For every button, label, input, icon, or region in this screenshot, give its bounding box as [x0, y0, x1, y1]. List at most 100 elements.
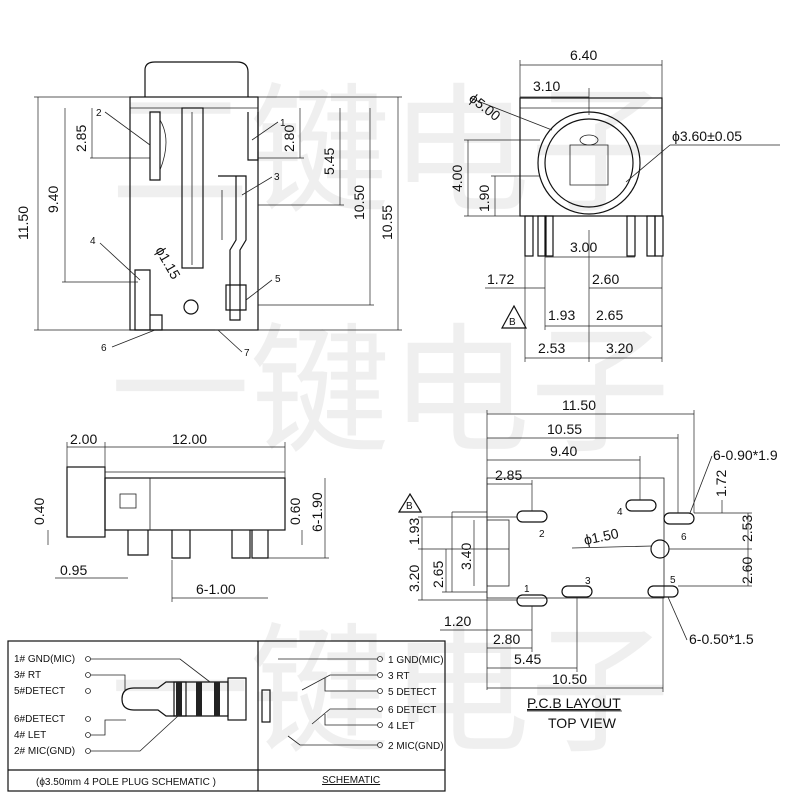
dim-pcb-5-45: 5.45 — [514, 651, 541, 667]
bottom-pin-a — [127, 530, 149, 556]
side-center-pin — [181, 107, 204, 269]
dim-3-10: 3.10 — [533, 78, 560, 94]
dim-5-45: 5.45 — [321, 148, 337, 175]
bottom-pin-b — [171, 530, 191, 559]
dim-0-40: 0.40 — [31, 498, 47, 525]
plug-label-3: 3# RT — [14, 670, 41, 681]
datum-b-label: B — [509, 317, 516, 328]
dim-pcb-1-93: 1.93 — [406, 518, 422, 545]
callout-3: 3 — [274, 172, 280, 183]
dim-bore-dia: ϕ3.60±0.05 — [672, 128, 742, 144]
front-top-contact — [579, 134, 599, 146]
pad-label-3: 3 — [585, 576, 591, 587]
dim-1-93: 1.93 — [548, 307, 575, 323]
dim-2-65: 2.65 — [596, 307, 623, 323]
leader-slot-big — [689, 455, 713, 514]
front-pin-3 — [544, 215, 554, 257]
dim-pcb-10-50: 10.50 — [552, 671, 587, 687]
dim-4-00: 4.00 — [449, 165, 465, 192]
dim-pcb-2-53: 2.53 — [739, 515, 755, 542]
plug-label-6: 6#DETECT — [14, 714, 65, 725]
front-pin-1 — [524, 215, 534, 257]
pcb-layout: 2 4 6 1 3 5 11.50 10.55 9.40 2.85 6-0.90… — [397, 397, 778, 731]
plug-label-1: 1# GND(MIC) — [14, 654, 75, 665]
dim-flange-2-00: 2.00 — [70, 431, 97, 447]
dim-2-85: 2.85 — [73, 125, 89, 152]
bottom-window — [119, 493, 137, 509]
plug-caption: (ϕ3.50mm 4 POLE PLUG SCHEMATIC ) — [36, 777, 216, 788]
schematic-box: 1# GND(MIC) 3# RT 5#DETECT 6#DETECT 4# L… — [7, 640, 446, 792]
jack-schematic: 1 GND(MIC) 3 RT 5 DETECT 6 DETECT 4 LET … — [261, 655, 444, 786]
callout-6: 6 — [101, 343, 107, 354]
dim-pin-diameter: ϕ1.15 — [152, 244, 184, 283]
front-inner-ring — [544, 118, 634, 208]
bottom-flange — [66, 466, 106, 538]
jack-node-3 — [377, 672, 383, 678]
pcb-outline — [486, 477, 665, 599]
leader-3 — [241, 176, 273, 196]
callout-2: 2 — [96, 108, 102, 119]
jack-caption: SCHEMATIC — [322, 775, 380, 786]
pad-label-2: 2 — [539, 529, 545, 540]
pcb-datum-label: B — [406, 501, 413, 512]
plug-node-4 — [85, 732, 91, 738]
side-contact-2-curve — [159, 119, 167, 171]
leader-6 — [111, 329, 156, 348]
dim-0-60: 0.60 — [287, 498, 303, 525]
plug-node-3 — [85, 672, 91, 678]
jack-node-2 — [377, 742, 383, 748]
plug-insulator-3 — [214, 682, 220, 716]
side-body-outline — [129, 96, 259, 331]
leader-2 — [104, 111, 151, 146]
jack-wire-3 — [301, 674, 377, 691]
bottom-pin-c — [231, 530, 251, 559]
datum-b-triangle — [500, 304, 528, 329]
jack-node-5 — [377, 688, 383, 694]
side-contact-3 — [218, 175, 247, 321]
front-pins — [524, 215, 664, 257]
jack-label-5: 5 DETECT — [388, 687, 436, 698]
plug-wire-2 — [91, 715, 179, 752]
side-top-cap — [144, 61, 249, 97]
dim-slot-big: 6-0.90*1.9 — [713, 447, 778, 463]
schematic-frame — [7, 640, 446, 792]
bottom-body — [104, 477, 286, 531]
bottom-pin-d — [251, 530, 269, 559]
callout-7: 7 — [244, 348, 250, 359]
jack-label-4: 4 LET — [388, 721, 415, 732]
plug-wire-4 — [91, 719, 126, 736]
jack-wire-6 — [311, 708, 377, 725]
dim-pitch-3-00: 3.00 — [570, 239, 597, 255]
side-pin-hole — [183, 299, 199, 315]
pcb-layout-title: P.C.B LAYOUT — [527, 695, 621, 711]
jack-node-1 — [377, 656, 383, 662]
side-contact-6 — [150, 314, 163, 331]
watermark: 二键电子 一键电子 一键电子 — [110, 71, 670, 774]
front-contact-window — [569, 144, 609, 186]
dim-pcb-2-80: 2.80 — [493, 631, 520, 647]
jack-label-3: 3 RT — [388, 671, 410, 682]
pad-2 — [516, 510, 548, 523]
pad-1 — [516, 594, 548, 607]
plug-schematic: 1# GND(MIC) 3# RT 5#DETECT 6#DETECT 4# L… — [14, 654, 247, 788]
dim-1-72: 1.72 — [487, 271, 514, 287]
leader-1 — [251, 121, 279, 141]
plug-node-5 — [85, 688, 91, 694]
jack-label-6: 6 DETECT — [388, 705, 436, 716]
dim-pcb-2-65: 2.65 — [430, 561, 446, 588]
leader-bore — [625, 144, 671, 183]
pad-label-4: 4 — [617, 507, 623, 518]
dim-pcb-3-20: 3.20 — [406, 565, 422, 592]
dim-2-53: 2.53 — [538, 340, 565, 356]
jack-label-2: 2 MIC(GND) — [388, 741, 444, 752]
front-pin-2 — [537, 215, 547, 257]
dim-pcb-2-85: 2.85 — [495, 467, 522, 483]
dim-pcb-3-40: 3.40 — [458, 543, 474, 570]
dim-2-80: 2.80 — [281, 125, 297, 152]
dim-9-40: 9.40 — [45, 186, 61, 213]
jack-node-4 — [377, 722, 383, 728]
pad-6 — [663, 512, 695, 525]
callout-4: 4 — [90, 236, 96, 247]
jack-wire-2 — [287, 735, 377, 746]
